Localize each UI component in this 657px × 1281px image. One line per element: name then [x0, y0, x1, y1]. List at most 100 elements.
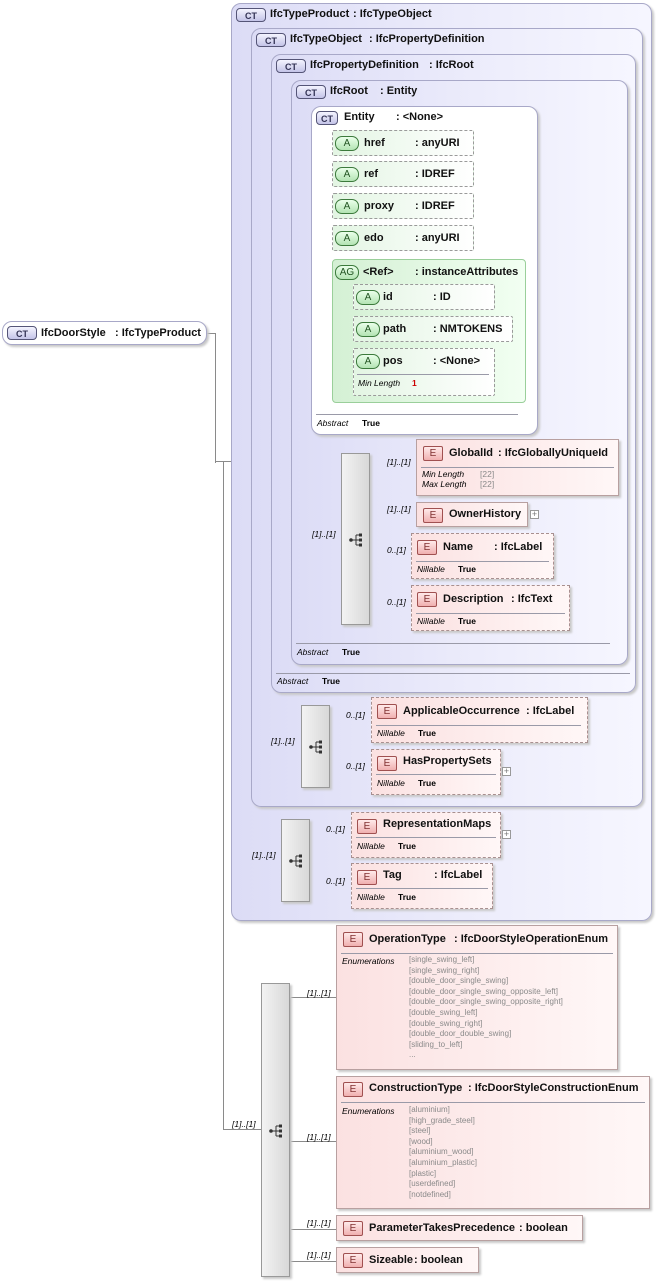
element-operationtype[interactable]: E OperationType : IfcDoorStyleOperationE…	[336, 925, 618, 1070]
cardinality-label: [1]..[1]	[232, 1119, 256, 1129]
element-tag[interactable]: E Tag : IfcLabel Nillable True	[351, 863, 493, 909]
element-type: : IfcDoorStyleOperationEnum	[454, 933, 609, 945]
element-sizeable[interactable]: E Sizeable : boolean	[336, 1247, 479, 1273]
attribute-type: : NMTOKENS	[433, 323, 503, 335]
propdef-abstract-label: Abstract	[277, 676, 309, 686]
entity-abstract-label: Abstract	[317, 418, 349, 428]
sequence-compositor[interactable]	[301, 705, 330, 788]
element-icon: E	[423, 446, 443, 461]
nillable-value: True	[418, 778, 436, 788]
attribute-path[interactable]: A path : NMTOKENS	[353, 316, 513, 342]
propdef-name: IfcPropertyDefinition	[310, 59, 419, 71]
sequence-compositor[interactable]	[281, 819, 310, 902]
element-icon: E	[343, 932, 363, 947]
expand-plus-icon[interactable]: +	[502, 829, 511, 839]
cardinality-label: [1]..[1]	[252, 850, 276, 860]
sequence-compositor[interactable]	[341, 453, 370, 625]
cardinality-label: 0..[1]	[387, 545, 406, 555]
element-type: : IfcGloballyUniqueId	[498, 447, 609, 459]
attribute-name: pos	[383, 355, 403, 367]
sequence-compositor[interactable]	[261, 983, 290, 1277]
attribute-icon: A	[335, 167, 359, 182]
attribute-group-name: <Ref>	[363, 266, 394, 278]
typeobject-name: IfcTypeObject	[290, 33, 362, 45]
sequence-icon	[349, 533, 362, 547]
element-parametertakesprecedence[interactable]: E ParameterTakesPrecedence : boolean	[336, 1215, 583, 1241]
attribute-icon: A	[356, 354, 380, 369]
attribute-type: : <None>	[433, 355, 481, 367]
complex-type-icon: CT	[296, 85, 326, 99]
attribute-group-type: : instanceAttributes	[415, 266, 519, 278]
cardinality-label: [1]..[1]	[387, 457, 411, 467]
typeobject-type: : IfcPropertyDefinition	[369, 33, 485, 45]
attribute-name: ref	[364, 168, 379, 180]
propdef-type: : IfcRoot	[429, 59, 474, 71]
expand-plus-icon[interactable]: +	[502, 766, 511, 776]
element-representationmaps[interactable]: E RepresentationMaps Nillable True	[351, 812, 501, 858]
element-globalid[interactable]: E GlobalId : IfcGloballyUniqueId Min Len…	[416, 439, 619, 496]
attribute-type: : IDREF	[415, 168, 455, 180]
typeproduct-type: : IfcTypeObject	[353, 8, 432, 20]
element-ownerhistory[interactable]: E OwnerHistory	[416, 502, 528, 527]
element-name: Tag	[383, 869, 402, 881]
element-type: : IfcLabel	[434, 869, 483, 881]
nillable-value: True	[398, 892, 416, 902]
attribute-icon: A	[356, 322, 380, 337]
element-description[interactable]: E Description : IfcText Nillable True	[411, 585, 570, 631]
nillable-label: Nillable	[417, 564, 445, 574]
min-length-value: 1	[412, 378, 417, 388]
element-type: : boolean	[519, 1222, 568, 1234]
expand-plus-icon[interactable]: +	[530, 509, 539, 519]
attribute-icon: A	[335, 136, 359, 151]
ifcdoorstyle-node[interactable]: CT IfcDoorStyle : IfcTypeProduct	[2, 321, 207, 345]
entity-abstract-value: True	[362, 418, 380, 428]
element-name: ConstructionType	[369, 1082, 463, 1094]
root-name: IfcDoorStyle	[41, 327, 106, 339]
enumeration-list: [aluminium] [high_grade_steel] [steel] […	[409, 1105, 478, 1199]
cardinality-label: [1]..[1]	[271, 736, 295, 746]
element-applicableoccurrence[interactable]: E ApplicableOccurrence : IfcLabel Nillab…	[371, 697, 588, 743]
element-type: : IfcLabel	[494, 541, 543, 553]
element-name: OwnerHistory	[449, 508, 522, 520]
attribute-name: href	[364, 137, 385, 149]
attribute-icon: A	[335, 199, 359, 214]
attribute-href[interactable]: A href : anyURI	[332, 130, 474, 156]
typeproduct-name: IfcTypeProduct	[270, 8, 350, 20]
element-name: ApplicableOccurrence	[403, 705, 520, 717]
min-length-label: Min Length	[422, 469, 465, 479]
enumerations-label: Enumerations	[342, 956, 395, 966]
element-icon: E	[343, 1253, 363, 1268]
ifcroot-abstract-value: True	[342, 647, 360, 657]
attribute-edo[interactable]: A edo : anyURI	[332, 225, 474, 251]
attribute-id[interactable]: A id : ID	[353, 284, 495, 310]
element-icon: E	[343, 1221, 363, 1236]
element-type: : IfcLabel	[526, 705, 575, 717]
attribute-ref[interactable]: A ref : IDREF	[332, 161, 474, 187]
attribute-pos[interactable]: A pos : <None> Min Length 1	[353, 348, 495, 396]
nillable-value: True	[398, 841, 416, 851]
attribute-type: : IDREF	[415, 200, 455, 212]
nillable-value: True	[458, 564, 476, 574]
element-type: : IfcDoorStyleConstructionEnum	[468, 1082, 639, 1094]
ifcroot-type: : Entity	[380, 85, 418, 97]
element-constructiontype[interactable]: E ConstructionType : IfcDoorStyleConstru…	[336, 1076, 650, 1209]
element-name: HasPropertySets	[403, 755, 492, 767]
ifcroot-name: IfcRoot	[330, 85, 368, 97]
attribute-proxy[interactable]: A proxy : IDREF	[332, 193, 474, 219]
nillable-label: Nillable	[417, 616, 445, 626]
complex-type-icon: CT	[276, 59, 306, 73]
element-name: Sizeable	[369, 1254, 414, 1266]
element-icon: E	[357, 819, 377, 834]
cardinality-label: 0..[1]	[346, 761, 365, 771]
element-name-label[interactable]: E Name : IfcLabel Nillable True	[411, 533, 554, 579]
element-name: Description	[443, 593, 504, 605]
propdef-abstract-value: True	[322, 676, 340, 686]
complex-type-icon: CT	[316, 111, 338, 125]
entity-type: : <None>	[396, 111, 444, 123]
cardinality-label: [1]..[1]	[307, 1250, 331, 1260]
cardinality-label: 0..[1]	[346, 710, 365, 720]
element-haspropertysets[interactable]: E HasPropertySets Nillable True	[371, 749, 501, 795]
max-length-value: [22]	[480, 479, 495, 489]
ifcroot-abstract-label: Abstract	[297, 647, 329, 657]
nillable-value: True	[418, 728, 436, 738]
